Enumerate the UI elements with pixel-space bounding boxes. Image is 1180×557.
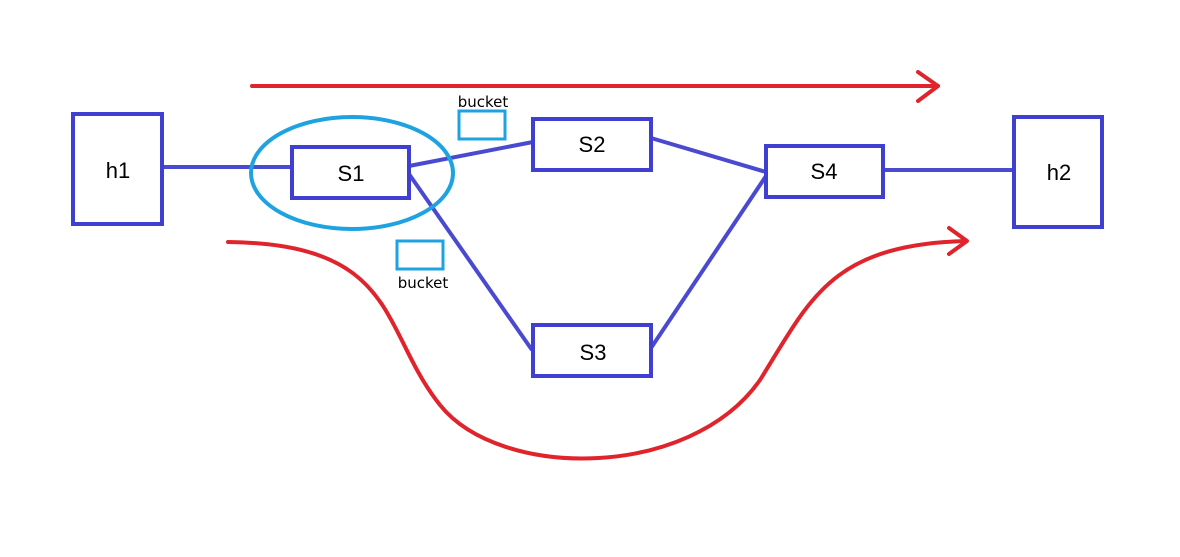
bucket-lower-label: bucket bbox=[398, 274, 449, 292]
bucket-upper-label: bucket bbox=[458, 93, 509, 111]
link-s1-s3 bbox=[407, 172, 534, 352]
switch-s1-label: S1 bbox=[338, 161, 365, 186]
switch-s4 bbox=[764, 144, 885, 199]
bucket-upper-box bbox=[457, 109, 507, 141]
host-h2-label: h2 bbox=[1047, 160, 1071, 185]
flow-arrow-lower-head bbox=[947, 226, 969, 256]
s1-group-highlight bbox=[249, 115, 455, 231]
host-h1 bbox=[71, 112, 164, 226]
flow-arrow-upper-head bbox=[916, 70, 940, 103]
switch-s1 bbox=[290, 145, 411, 200]
host-h2 bbox=[1012, 115, 1104, 229]
link-s1-s2 bbox=[408, 140, 534, 168]
switch-s2-label: S2 bbox=[579, 132, 606, 157]
switch-s3 bbox=[531, 323, 653, 378]
host-h1-label: h1 bbox=[106, 158, 130, 183]
link-s3-s4 bbox=[649, 174, 768, 350]
flow-arrow-lower-curve bbox=[226, 239, 967, 461]
switch-s4-label: S4 bbox=[811, 159, 838, 184]
switch-s2 bbox=[531, 117, 653, 172]
link-s2-s4 bbox=[650, 136, 767, 174]
bucket-lower-box bbox=[395, 239, 445, 271]
switch-s3-label: S3 bbox=[580, 340, 607, 365]
